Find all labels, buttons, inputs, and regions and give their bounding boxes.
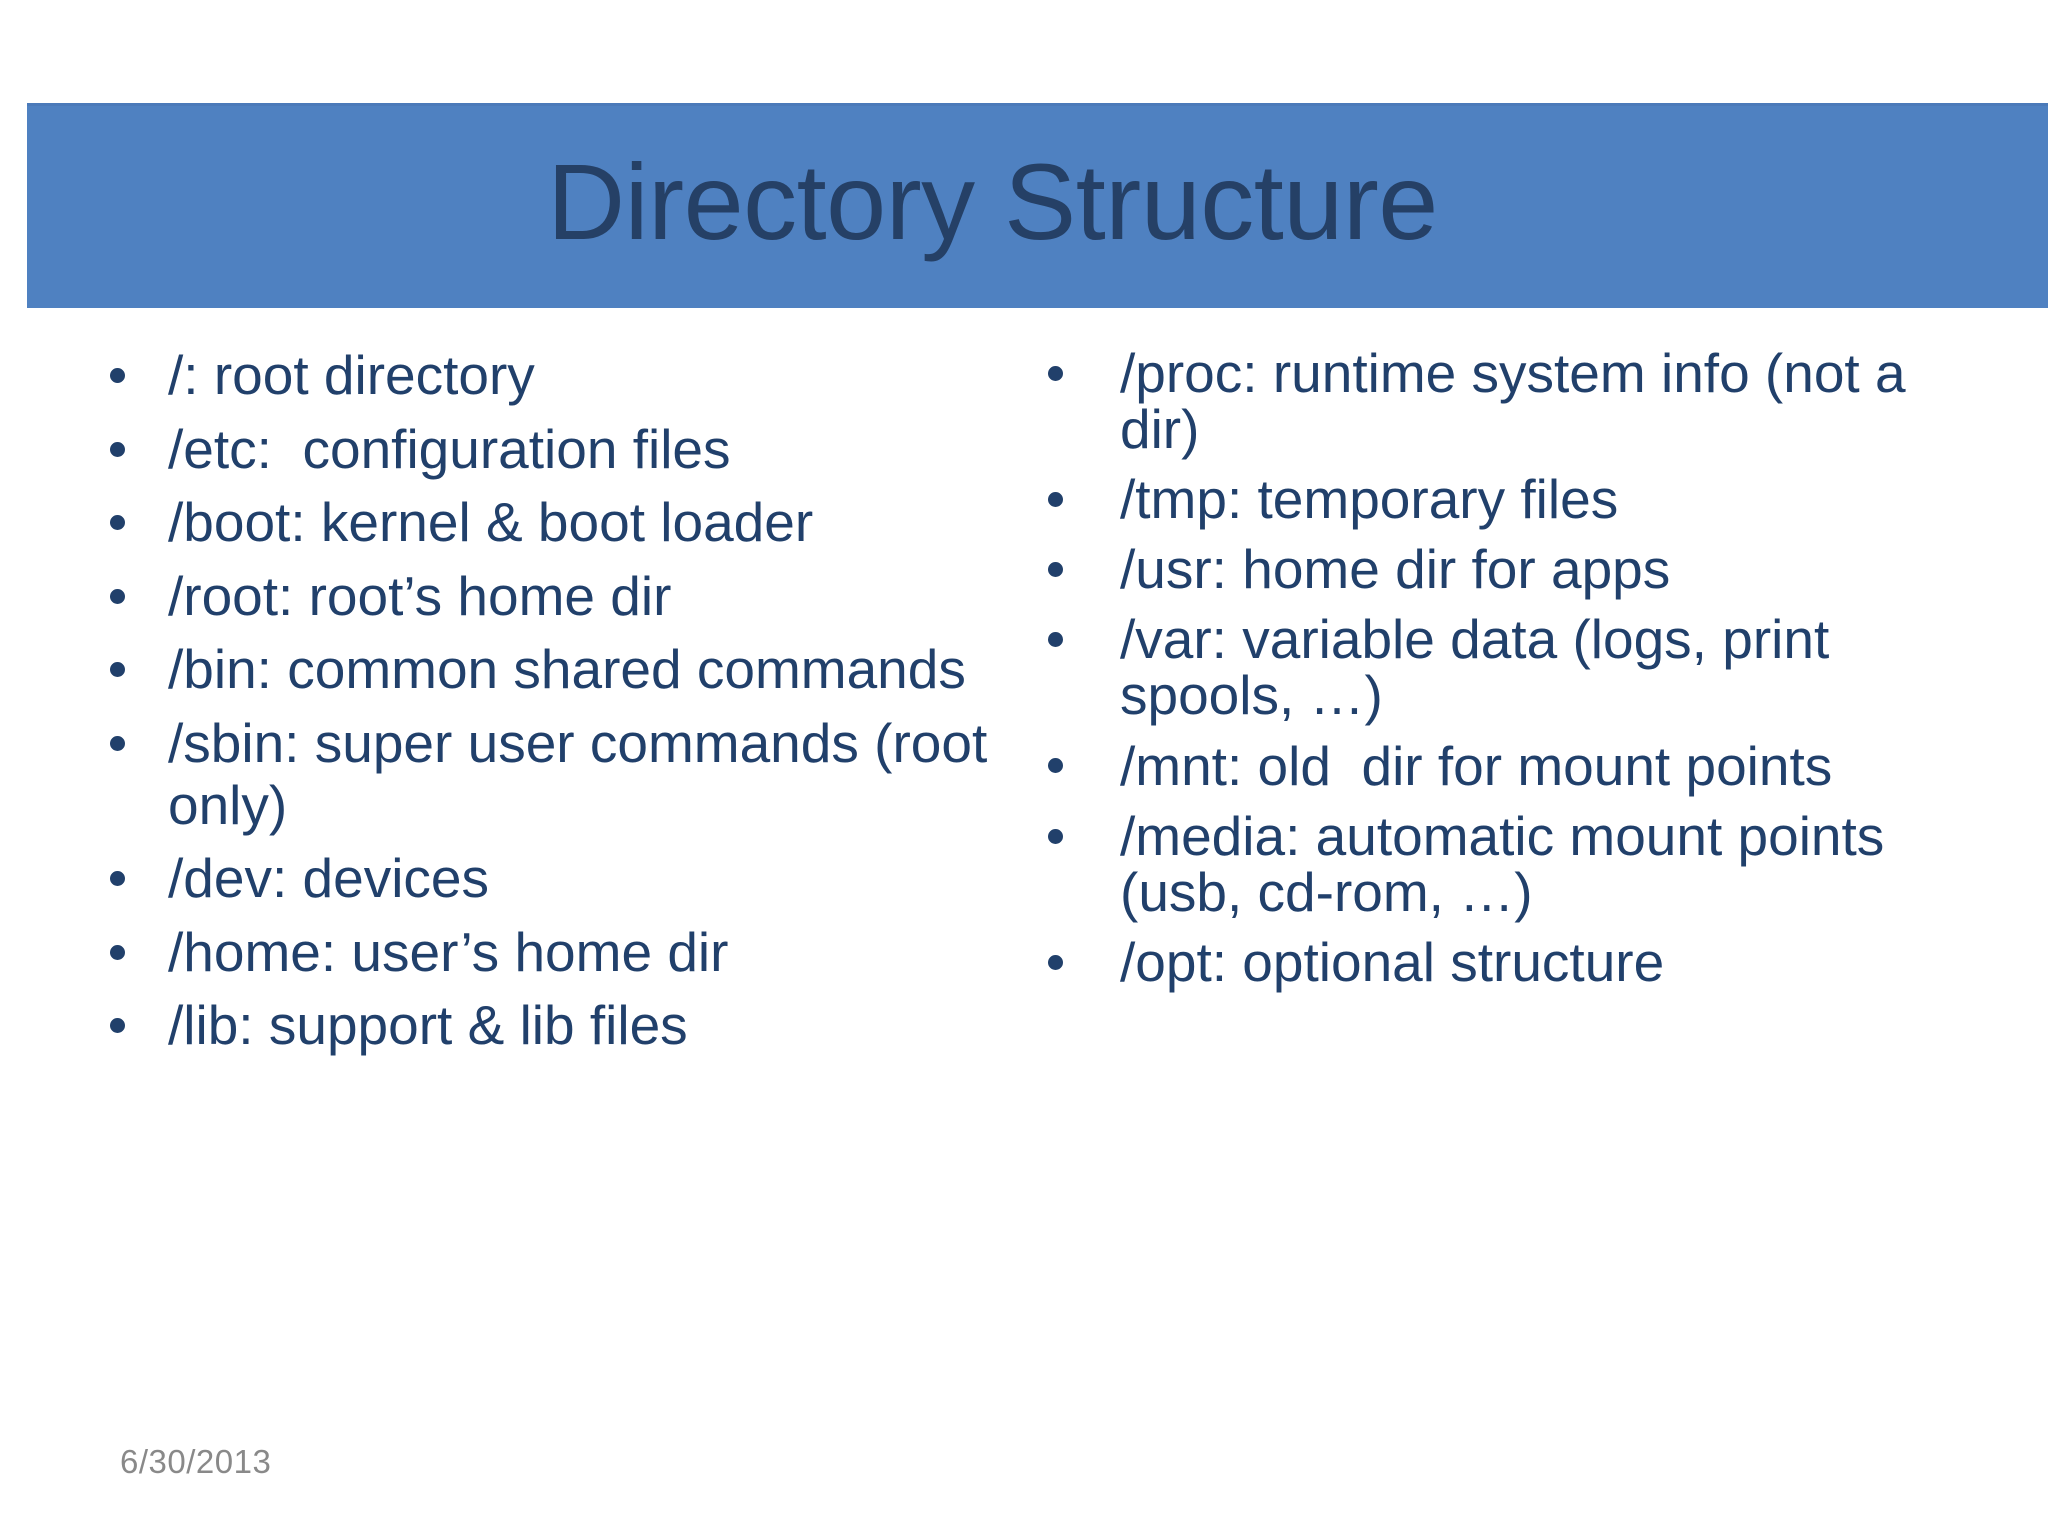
bullet-dot-icon [110,441,125,457]
list-item: /etc: configuration files [96,417,1026,481]
title-banner: Directory Structure [27,103,2048,308]
page-title: Directory Structure [547,140,1438,262]
list-item: /opt: optional structure [1036,934,1976,990]
bullet-dot-icon [110,1018,125,1034]
list-item: /boot: kernel & boot loader [96,492,1026,554]
bullet-dot-icon [1048,954,1063,970]
bullet-column-right: /proc: runtime system info (not a dir) /… [1036,345,1976,1004]
bullet-dot-icon [1048,758,1063,774]
list-item-label: /etc: configuration files [168,417,731,480]
list-item-label: /dev: devices [168,847,490,910]
bullet-dot-icon [1048,365,1063,381]
bullet-dot-icon [110,515,125,531]
bullet-dot-icon [110,944,125,960]
list-item: /proc: runtime system info (not a dir) [1036,345,1976,457]
list-item-label: /mnt: old dir for mount points [1120,734,1833,797]
list-item: /var: variable data (logs, print spools,… [1036,608,1976,727]
bullet-dot-icon [110,368,125,384]
bullet-dot-icon [1048,492,1063,508]
list-item-label: /proc: runtime system info (not a dir) [1120,342,1921,461]
list-item: /lib: support & lib files [96,995,1026,1057]
list-item: /bin: common shared commands [96,639,1026,701]
list-item-label: /bin: common shared commands [168,638,966,701]
list-item-label: /opt: optional structure [1120,930,1665,993]
list-item: /home: user’s home dir [96,920,1026,984]
list-item: /: root directory [96,344,1026,407]
bullet-dot-icon [110,871,125,887]
bullet-dot-icon [1048,632,1063,648]
bullet-list-right: /proc: runtime system info (not a dir) /… [1036,345,1976,990]
bullet-dot-icon [110,662,125,678]
list-item-label: /var: variable data (logs, print spools,… [1120,608,1845,727]
list-item-label: /lib: support & lib files [168,994,688,1057]
list-item: /tmp: temporary files [1036,471,1976,527]
bullet-dot-icon [110,736,125,752]
list-item: /dev: devices [96,848,1026,910]
list-item: /usr: home dir for apps [1036,541,1976,597]
list-item-label: /: root directory [168,344,535,406]
list-item-label: /home: user’s home dir [168,920,729,983]
footer-date: 6/30/2013 [120,1443,272,1480]
list-item: /media: automatic mount points (usb, cd-… [1036,808,1976,920]
bullet-list-left: /: root directory /etc: configuration fi… [96,344,1026,1057]
list-item-label: /sbin: super user commands (root only) [168,711,1003,836]
list-item-label: /root: root’s home dir [168,564,672,627]
bullet-dot-icon [1048,828,1063,844]
bullet-dot-icon [1048,562,1063,578]
list-item-label: /boot: kernel & boot loader [168,491,814,554]
list-item-label: /media: automatic mount points (usb, cd-… [1120,804,1900,923]
list-item-label: /tmp: temporary files [1120,468,1619,531]
bullet-dot-icon [110,588,125,604]
content-area: /: root directory /etc: configuration fi… [0,344,2048,1345]
list-item: /sbin: super user commands (root only) [96,711,1026,836]
list-item-label: /usr: home dir for apps [1120,538,1671,601]
list-item: /mnt: old dir for mount points [1036,734,1976,797]
list-item: /root: root’s home dir [96,564,1026,628]
bullet-column-left: /: root directory /etc: configuration fi… [96,344,1026,1069]
